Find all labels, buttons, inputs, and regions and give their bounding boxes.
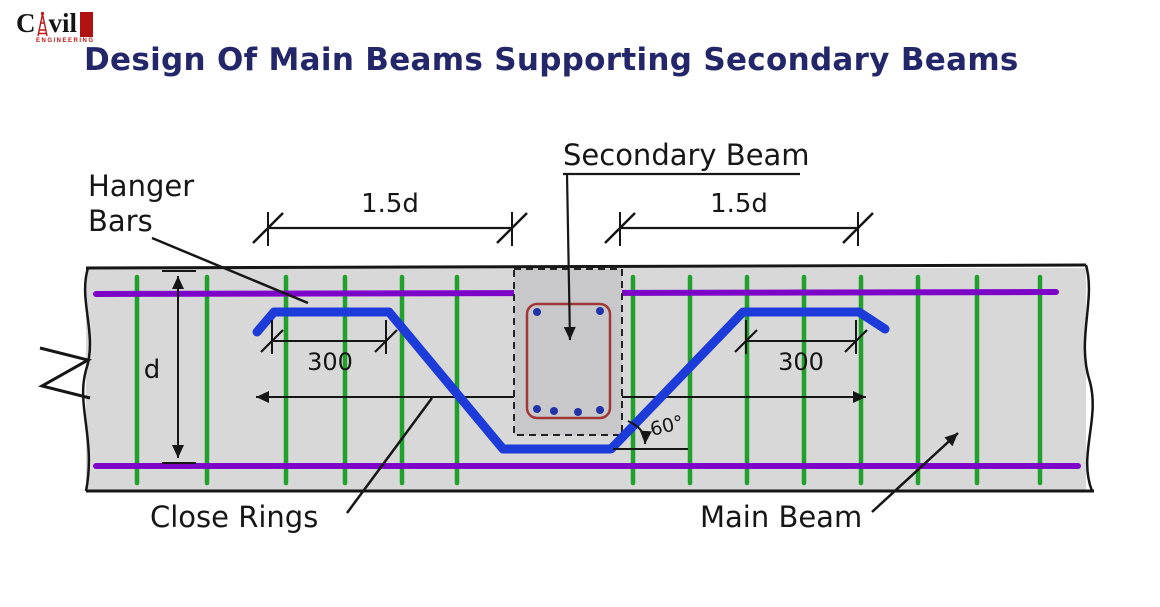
dimension-left-300: 300 bbox=[260, 320, 398, 376]
beam-break-edge-left bbox=[81, 267, 92, 492]
dimension-right-300: 300 bbox=[734, 320, 868, 376]
dimension-left-1-5d: 1.5d bbox=[252, 189, 528, 246]
dim-tick bbox=[842, 212, 874, 244]
hanger-bars-label-line2: Bars bbox=[88, 204, 153, 238]
callout-main-beam: Main Beam bbox=[700, 432, 959, 534]
main-beam-label: Main Beam bbox=[700, 500, 862, 534]
dim-left-300-label: 300 bbox=[307, 348, 353, 376]
main-beam-leader-arrow bbox=[871, 432, 959, 513]
dim-tick bbox=[496, 212, 528, 244]
break-symbol-left bbox=[37, 346, 93, 400]
close-rings-label: Close Rings bbox=[150, 500, 318, 534]
logo-wordmark: C vil bbox=[16, 10, 95, 37]
logo-red-block bbox=[80, 12, 94, 37]
secondary-beam-section bbox=[513, 268, 623, 436]
rebar-dot bbox=[533, 308, 541, 316]
rebar-dot bbox=[596, 307, 604, 315]
dim-left-span-label: 1.5d bbox=[361, 189, 419, 219]
callout-secondary-beam: Secondary Beam bbox=[563, 138, 810, 341]
dim-tick bbox=[252, 212, 284, 244]
dim-tick bbox=[734, 329, 758, 353]
logo-tagline: ENGINEERING bbox=[36, 38, 95, 44]
page-title: Design Of Main Beams Supporting Secondar… bbox=[84, 42, 1019, 78]
dim-right-300-label: 300 bbox=[778, 348, 824, 376]
hanger-bars-leader-line bbox=[151, 236, 309, 305]
logo-letter-c: C bbox=[16, 8, 36, 38]
secondary-beam-outline-dashed bbox=[513, 268, 623, 436]
rebar-dot bbox=[574, 408, 582, 416]
radio-tower-icon bbox=[36, 11, 48, 37]
hanger-bars-label-line1: Hanger bbox=[88, 169, 194, 203]
secondary-beam-label: Secondary Beam bbox=[563, 138, 810, 172]
angle-arc-arrow bbox=[627, 420, 652, 445]
dim-tick bbox=[260, 329, 284, 353]
dim-tick bbox=[604, 212, 636, 244]
callout-close-rings: Close Rings bbox=[150, 397, 434, 534]
hanger-bent-bar bbox=[252, 307, 890, 454]
dim-tick bbox=[374, 329, 398, 353]
rebar-dot bbox=[533, 405, 541, 413]
logo-letters-vil: vil bbox=[48, 8, 78, 38]
secondary-beam-leader-arrow bbox=[563, 173, 576, 341]
rebar-dot bbox=[550, 407, 558, 415]
dimension-beam-depth: d bbox=[144, 270, 196, 464]
dim-right-span-label: 1.5d bbox=[710, 189, 768, 219]
dimension-right-1-5d: 1.5d bbox=[604, 189, 874, 246]
logo: C vil ENGINEERING bbox=[16, 10, 95, 45]
beam-break-edge-right bbox=[1083, 264, 1094, 492]
callout-hanger-bars: Hanger Bars bbox=[88, 169, 309, 305]
rebar-dot bbox=[596, 406, 604, 414]
secondary-beam-rebar-dots bbox=[533, 307, 604, 416]
dim-depth-label: d bbox=[144, 355, 161, 385]
close-rings-leader-line bbox=[345, 397, 434, 514]
dim-tick bbox=[844, 329, 868, 353]
beam-top-edge bbox=[85, 263, 1087, 270]
